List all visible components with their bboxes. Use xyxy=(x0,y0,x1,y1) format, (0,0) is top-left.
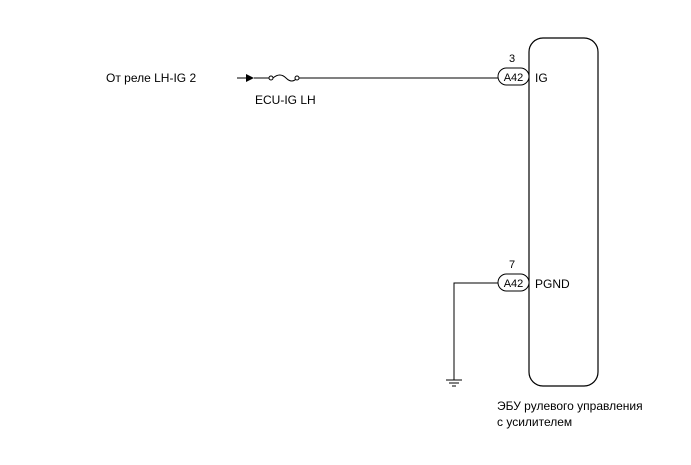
ecu-name-line-1: ЭБУ рулевого управления xyxy=(497,399,643,413)
source-arrow-icon xyxy=(237,74,254,82)
connector-ig-outline xyxy=(497,67,530,86)
ecu-name: ЭБУ рулевого управления с усилителем xyxy=(497,398,643,430)
connector-pgnd-id: A42 xyxy=(504,278,524,290)
wire-pgnd-to-ground xyxy=(453,282,498,380)
connector-pgnd-pin-number: 7 xyxy=(509,259,515,271)
ecu-box xyxy=(528,37,599,387)
ground-icon xyxy=(446,379,462,387)
fuse-icon xyxy=(268,74,300,82)
fuse-label: ECU-IG LH xyxy=(255,93,316,107)
connector-ig-pin-number: 3 xyxy=(509,53,515,65)
ecu-name-line-2: с усилителем xyxy=(497,415,573,429)
connector-pgnd-signal: PGND xyxy=(535,277,570,291)
source-label: От реле LH-IG 2 xyxy=(106,71,196,85)
connector-ig-signal: IG xyxy=(535,71,548,85)
connector-ig-id: A42 xyxy=(504,72,524,84)
